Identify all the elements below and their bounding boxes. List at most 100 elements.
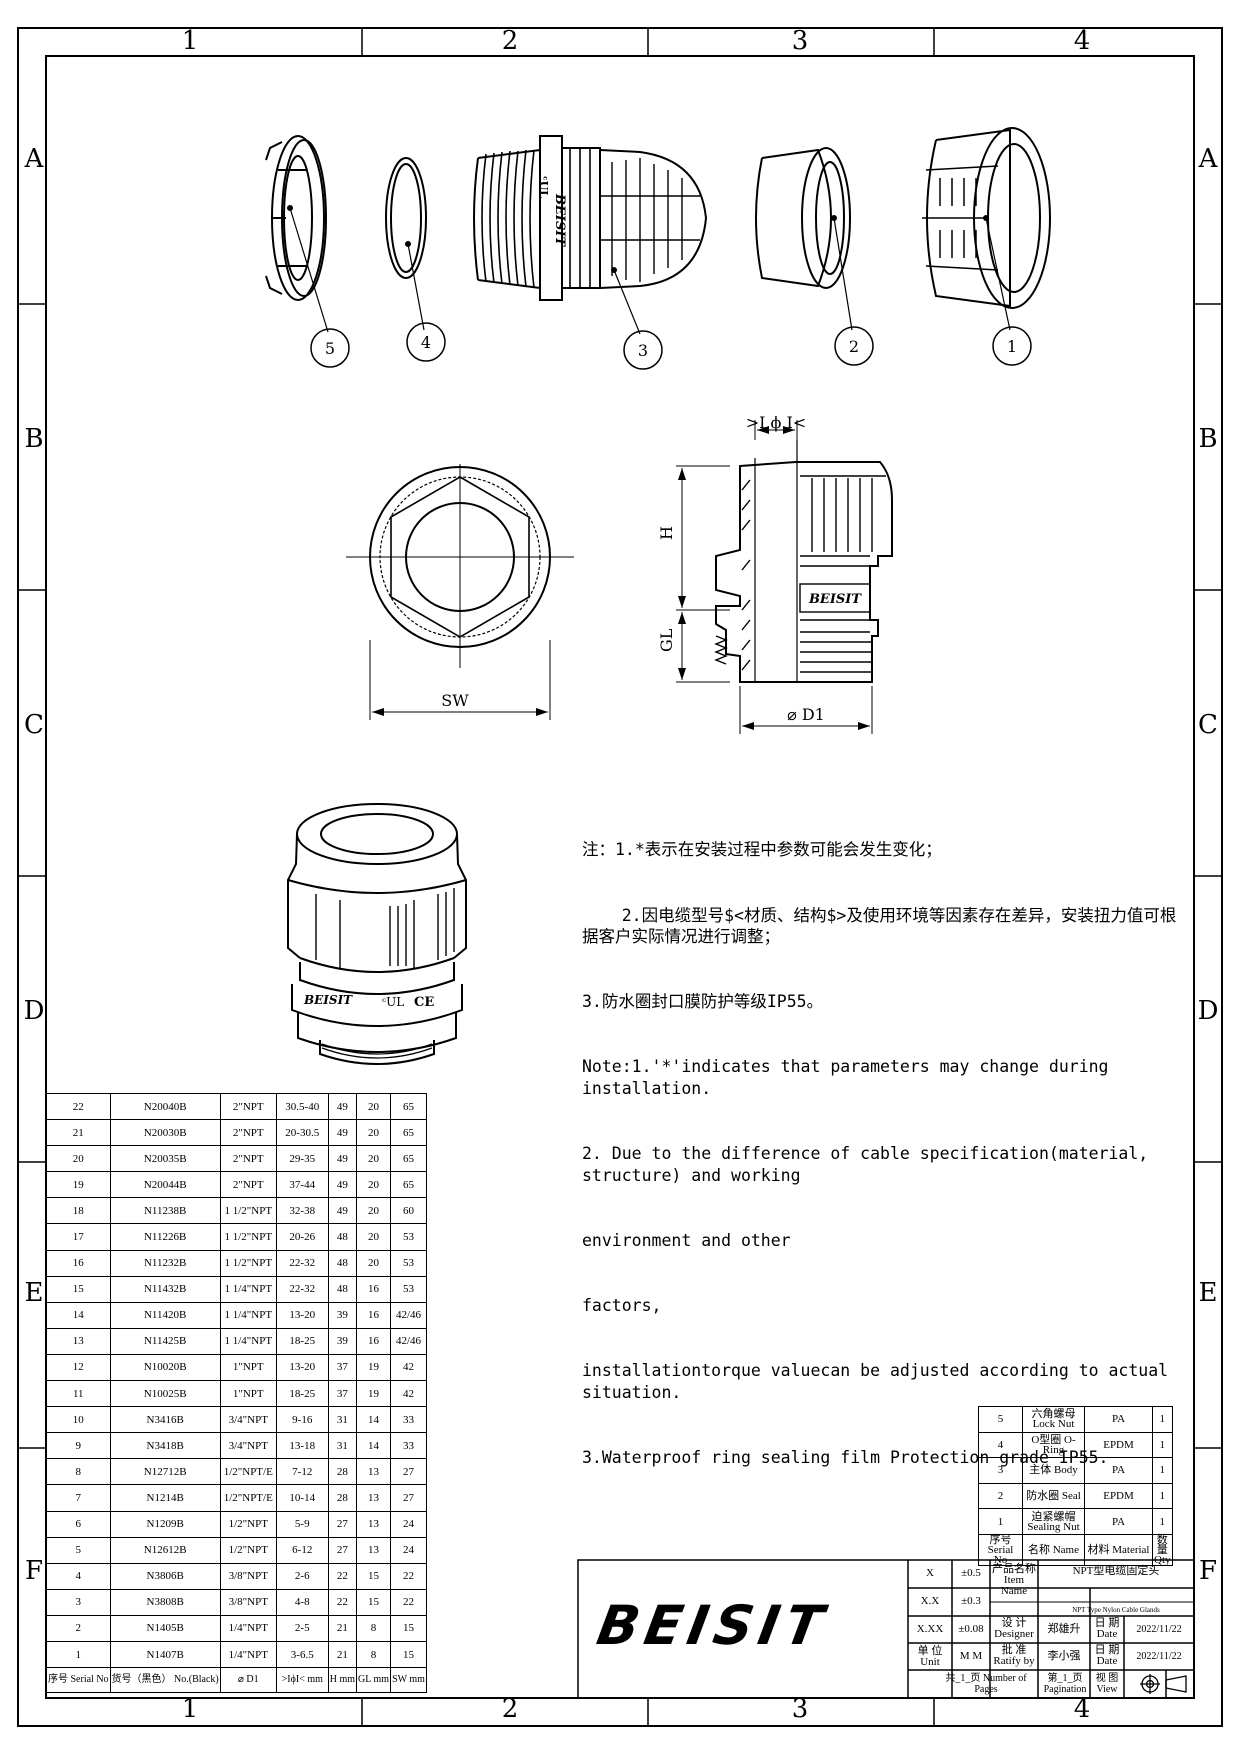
spec-table-cell: 1/4"NPT [219, 1614, 277, 1642]
bom-table-cell: 1 [1152, 1431, 1173, 1459]
spec-table-cell: N1407B [109, 1640, 221, 1669]
spec-table-cell: 13 [356, 1484, 392, 1512]
spec-header-cell: 序号 Serial No [46, 1667, 111, 1694]
dim-sw: SW [441, 691, 469, 710]
zone-ticks [18, 28, 1222, 1726]
pagination: 第_1_页 Pagination [1043, 1673, 1087, 1695]
leader-dots [287, 205, 989, 273]
bom-table-cell: 迫紧螺帽 Sealing Nut [1022, 1508, 1085, 1535]
row-label-a-right: A [1198, 144, 1218, 174]
row-label-f: F [24, 1556, 44, 1586]
spec-table-cell: 14 [356, 1406, 392, 1434]
spec-table-cell: 42/46 [390, 1301, 427, 1329]
bom-table-cell: 1 [1152, 1457, 1173, 1484]
balloon-1: 1 [1007, 337, 1017, 356]
spec-table-cell: 14 [356, 1432, 392, 1460]
spec-table-cell: 37 [327, 1353, 358, 1382]
note-line: environment and other [582, 1231, 791, 1251]
front-view [346, 464, 574, 720]
bom-table-cell: 4 [978, 1431, 1023, 1459]
item-name-cn: NPT型电缆固定头 [1072, 1565, 1160, 1577]
spec-table-cell: 19 [356, 1380, 392, 1408]
spec-table-cell: 3 [46, 1588, 111, 1616]
note-line: factors, [582, 1296, 662, 1316]
spec-header-cell: H mm [327, 1667, 358, 1694]
spec-table-cell: 17 [46, 1223, 111, 1251]
column-label-2: 2 [501, 26, 519, 56]
spec-header-cell: >IϕI< mm [275, 1667, 329, 1694]
spec-table-cell: 6 [46, 1510, 111, 1538]
bom-table-cell: 六角螺母 Lock Nut [1022, 1406, 1085, 1433]
spec-table-cell: N11425B [109, 1327, 221, 1355]
unit-label: 单 位 Unit [917, 1645, 943, 1668]
spec-table-cell: 15 [356, 1562, 392, 1590]
spec-table-cell: 1 1/2"NPT [219, 1249, 277, 1277]
spec-table-cell: 42 [390, 1380, 427, 1408]
spec-table-cell: 3/4"NPT [219, 1432, 277, 1460]
spec-table-cell: 29-35 [275, 1145, 329, 1173]
spec-table-cell: 22 [390, 1562, 427, 1590]
dim-gl: GL [657, 628, 676, 652]
spec-table-cell: 27 [390, 1458, 427, 1486]
spec-table-cell: N1405B [109, 1614, 221, 1642]
spec-table-cell: 32-38 [275, 1197, 329, 1225]
spec-table-cell: 18-25 [275, 1380, 329, 1408]
spec-table-cell: 13 [46, 1327, 111, 1355]
bom-table-cell: 1 [1152, 1482, 1173, 1510]
spec-table-cell: 18-25 [275, 1327, 329, 1355]
spec-table-cell: 27 [327, 1510, 358, 1538]
bom-table-cell: O型圈 O-Ring [1022, 1431, 1085, 1459]
spec-table-cell: 33 [390, 1432, 427, 1460]
spec-table-cell: 10-14 [275, 1484, 329, 1512]
spec-table-cell: 21 [46, 1119, 111, 1147]
spec-table-cell: 11 [46, 1380, 111, 1408]
spec-table-cell: 28 [327, 1484, 358, 1512]
spec-table-cell: 1/2"NPT/E [219, 1458, 277, 1486]
spec-table-cell: 1/2"NPT [219, 1510, 277, 1538]
bom-table-cell: 2 [978, 1482, 1023, 1510]
beisit-logo: BEISIT [592, 1594, 834, 1657]
spec-table-cell: 1"NPT [219, 1380, 277, 1408]
balloon-4: 4 [421, 333, 431, 352]
spec-table-cell: 20 [356, 1171, 392, 1199]
bom-table-cell: 1 [978, 1508, 1023, 1535]
bom-table-cell: PA [1084, 1406, 1153, 1433]
spec-table-cell: 15 [390, 1640, 427, 1669]
row-label-e-right: E [1198, 1278, 1218, 1308]
spec-table-cell: 4-8 [275, 1588, 329, 1616]
row-label-d-right: D [1197, 996, 1219, 1026]
spec-table-cell: 16 [356, 1275, 392, 1303]
spec-table-cell: 6-12 [275, 1536, 329, 1564]
spec-table-cell: 3-6.5 [275, 1640, 329, 1669]
spec-table-cell: 1/2"NPT/E [219, 1484, 277, 1512]
item-name-en: NPT Type Nylon Cable Glands [1072, 1606, 1160, 1614]
spec-table-cell: 1 1/2"NPT [219, 1197, 277, 1225]
spec-table-cell: 19 [46, 1171, 111, 1199]
spec-table-cell: 3/4"NPT [219, 1406, 277, 1434]
row-label-d: D [23, 996, 45, 1026]
balloon-2: 2 [849, 337, 859, 356]
spec-table-cell: 3/8"NPT [219, 1562, 277, 1590]
balloon-5: 5 [325, 339, 335, 358]
item-name-label: 产品名称 Item Name [992, 1563, 1036, 1597]
bom-header-cell: 数量 Qty [1152, 1533, 1173, 1566]
body-brand-mark: BEISIT [552, 193, 567, 247]
view-label: 视 图 View [1095, 1673, 1119, 1695]
spec-header-cell: SW mm [390, 1667, 427, 1694]
spec-table-cell: 13-20 [275, 1353, 329, 1382]
number-of-pages: 共_1_页 Number of Pages [945, 1673, 1027, 1695]
spec-table-cell: 65 [390, 1171, 427, 1199]
iso-brand-mark: BEISIT [303, 993, 353, 1007]
spec-table-cell: 48 [327, 1223, 358, 1251]
column-label-1: 1 [181, 26, 199, 56]
